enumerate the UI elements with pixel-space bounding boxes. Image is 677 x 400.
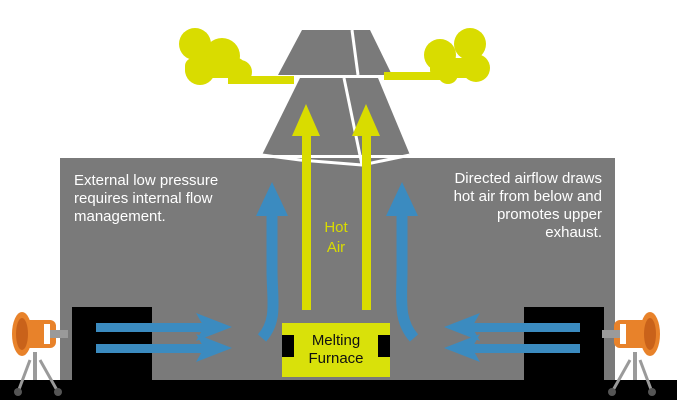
updraft-arrowhead-right (386, 182, 418, 216)
furnace-port-left (282, 335, 294, 357)
ground-strip (0, 380, 677, 400)
airflow-arrows-right (444, 313, 580, 362)
roof-vent-cap (278, 30, 392, 75)
smoke-cloud-icon (424, 28, 490, 84)
smoke-cloud-icon (179, 28, 252, 85)
hot-air-arrow-right (362, 130, 371, 310)
updraft-arrowhead-left (256, 182, 288, 216)
vent-seam (261, 153, 411, 167)
updraft-arrow-right (396, 212, 419, 342)
hot-air-line1: Hot (324, 219, 348, 236)
hot-air-arrowhead-left (292, 104, 320, 136)
airflow-arrows-left (96, 313, 232, 362)
roof-vent-lower (262, 78, 410, 155)
updraft-arrow-left (257, 212, 279, 342)
furnace-label: Melting Furnace (282, 332, 390, 368)
fan-cannon-icon (602, 312, 660, 396)
hot-air-arrows (292, 104, 380, 310)
fan-cannon-icon (12, 312, 68, 396)
hot-air-line2: Air (326, 239, 346, 256)
left-opening (72, 307, 152, 380)
hot-air-label: Hot Air (312, 218, 360, 258)
cap-split (350, 29, 360, 76)
furnace-line2: Furnace (308, 350, 364, 367)
exhaust-pipe-left (228, 76, 294, 84)
furnace-port-right (378, 335, 390, 357)
hot-air-arrowhead-right (352, 104, 380, 136)
furnace-line1: Melting (311, 332, 361, 349)
melting-furnace: Melting Furnace (282, 323, 390, 377)
right-note: Directed airflow draws hot air from belo… (453, 170, 602, 241)
right-opening (524, 307, 604, 380)
left-note: External low pressure requires internal … (74, 172, 219, 225)
vent-split (342, 77, 364, 166)
hot-air-arrow-left (302, 130, 311, 310)
exhaust-pipe-right (384, 72, 454, 80)
